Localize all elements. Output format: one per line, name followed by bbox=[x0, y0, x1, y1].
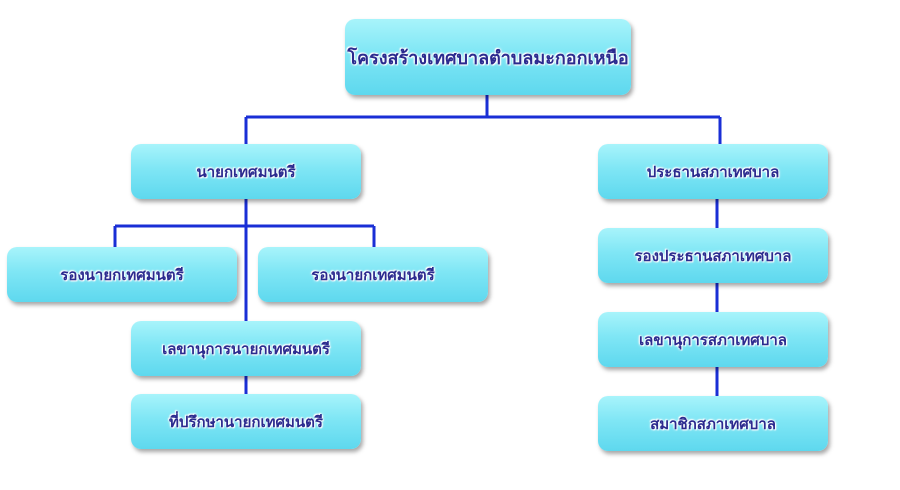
org-title: โครงสร้างเทศบาลตำบลมะกอกเหนือ bbox=[347, 47, 629, 69]
council-vice-chair-label: รองประธานสภาเทศบาล bbox=[634, 246, 792, 265]
deputy-mayor-box-2: รองนายกเทศมนตรี bbox=[258, 247, 488, 302]
council-chair-box: ประธานสภาเทศบาล bbox=[598, 144, 828, 199]
mayor-label: นายกเทศมนตรี bbox=[196, 162, 296, 181]
org-title-box: โครงสร้างเทศบาลตำบลมะกอกเหนือ bbox=[345, 19, 631, 95]
mayor-advisor-box: ที่ปรึกษานายกเทศมนตรี bbox=[131, 394, 361, 449]
mayor-advisor-label: ที่ปรึกษานายกเทศมนตรี bbox=[169, 412, 323, 431]
mayor-secretary-box: เลขานุการนายกเทศมนตรี bbox=[131, 321, 361, 376]
council-vice-chair-box: รองประธานสภาเทศบาล bbox=[598, 228, 828, 283]
mayor-box: นายกเทศมนตรี bbox=[131, 144, 361, 199]
council-secretary-label: เลขานุการสภาเทศบาล bbox=[639, 330, 787, 349]
council-member-label: สมาชิกสภาเทศบาล bbox=[650, 414, 776, 433]
deputy-mayor-box-1: รองนายกเทศมนตรี bbox=[7, 247, 237, 302]
council-secretary-box: เลขานุการสภาเทศบาล bbox=[598, 312, 828, 367]
deputy-mayor-label-1: รองนายกเทศมนตรี bbox=[60, 265, 184, 284]
deputy-mayor-label-2: รองนายกเทศมนตรี bbox=[311, 265, 435, 284]
council-chair-label: ประธานสภาเทศบาล bbox=[646, 162, 780, 181]
council-member-box: สมาชิกสภาเทศบาล bbox=[598, 396, 828, 451]
mayor-secretary-label: เลขานุการนายกเทศมนตรี bbox=[162, 339, 330, 358]
